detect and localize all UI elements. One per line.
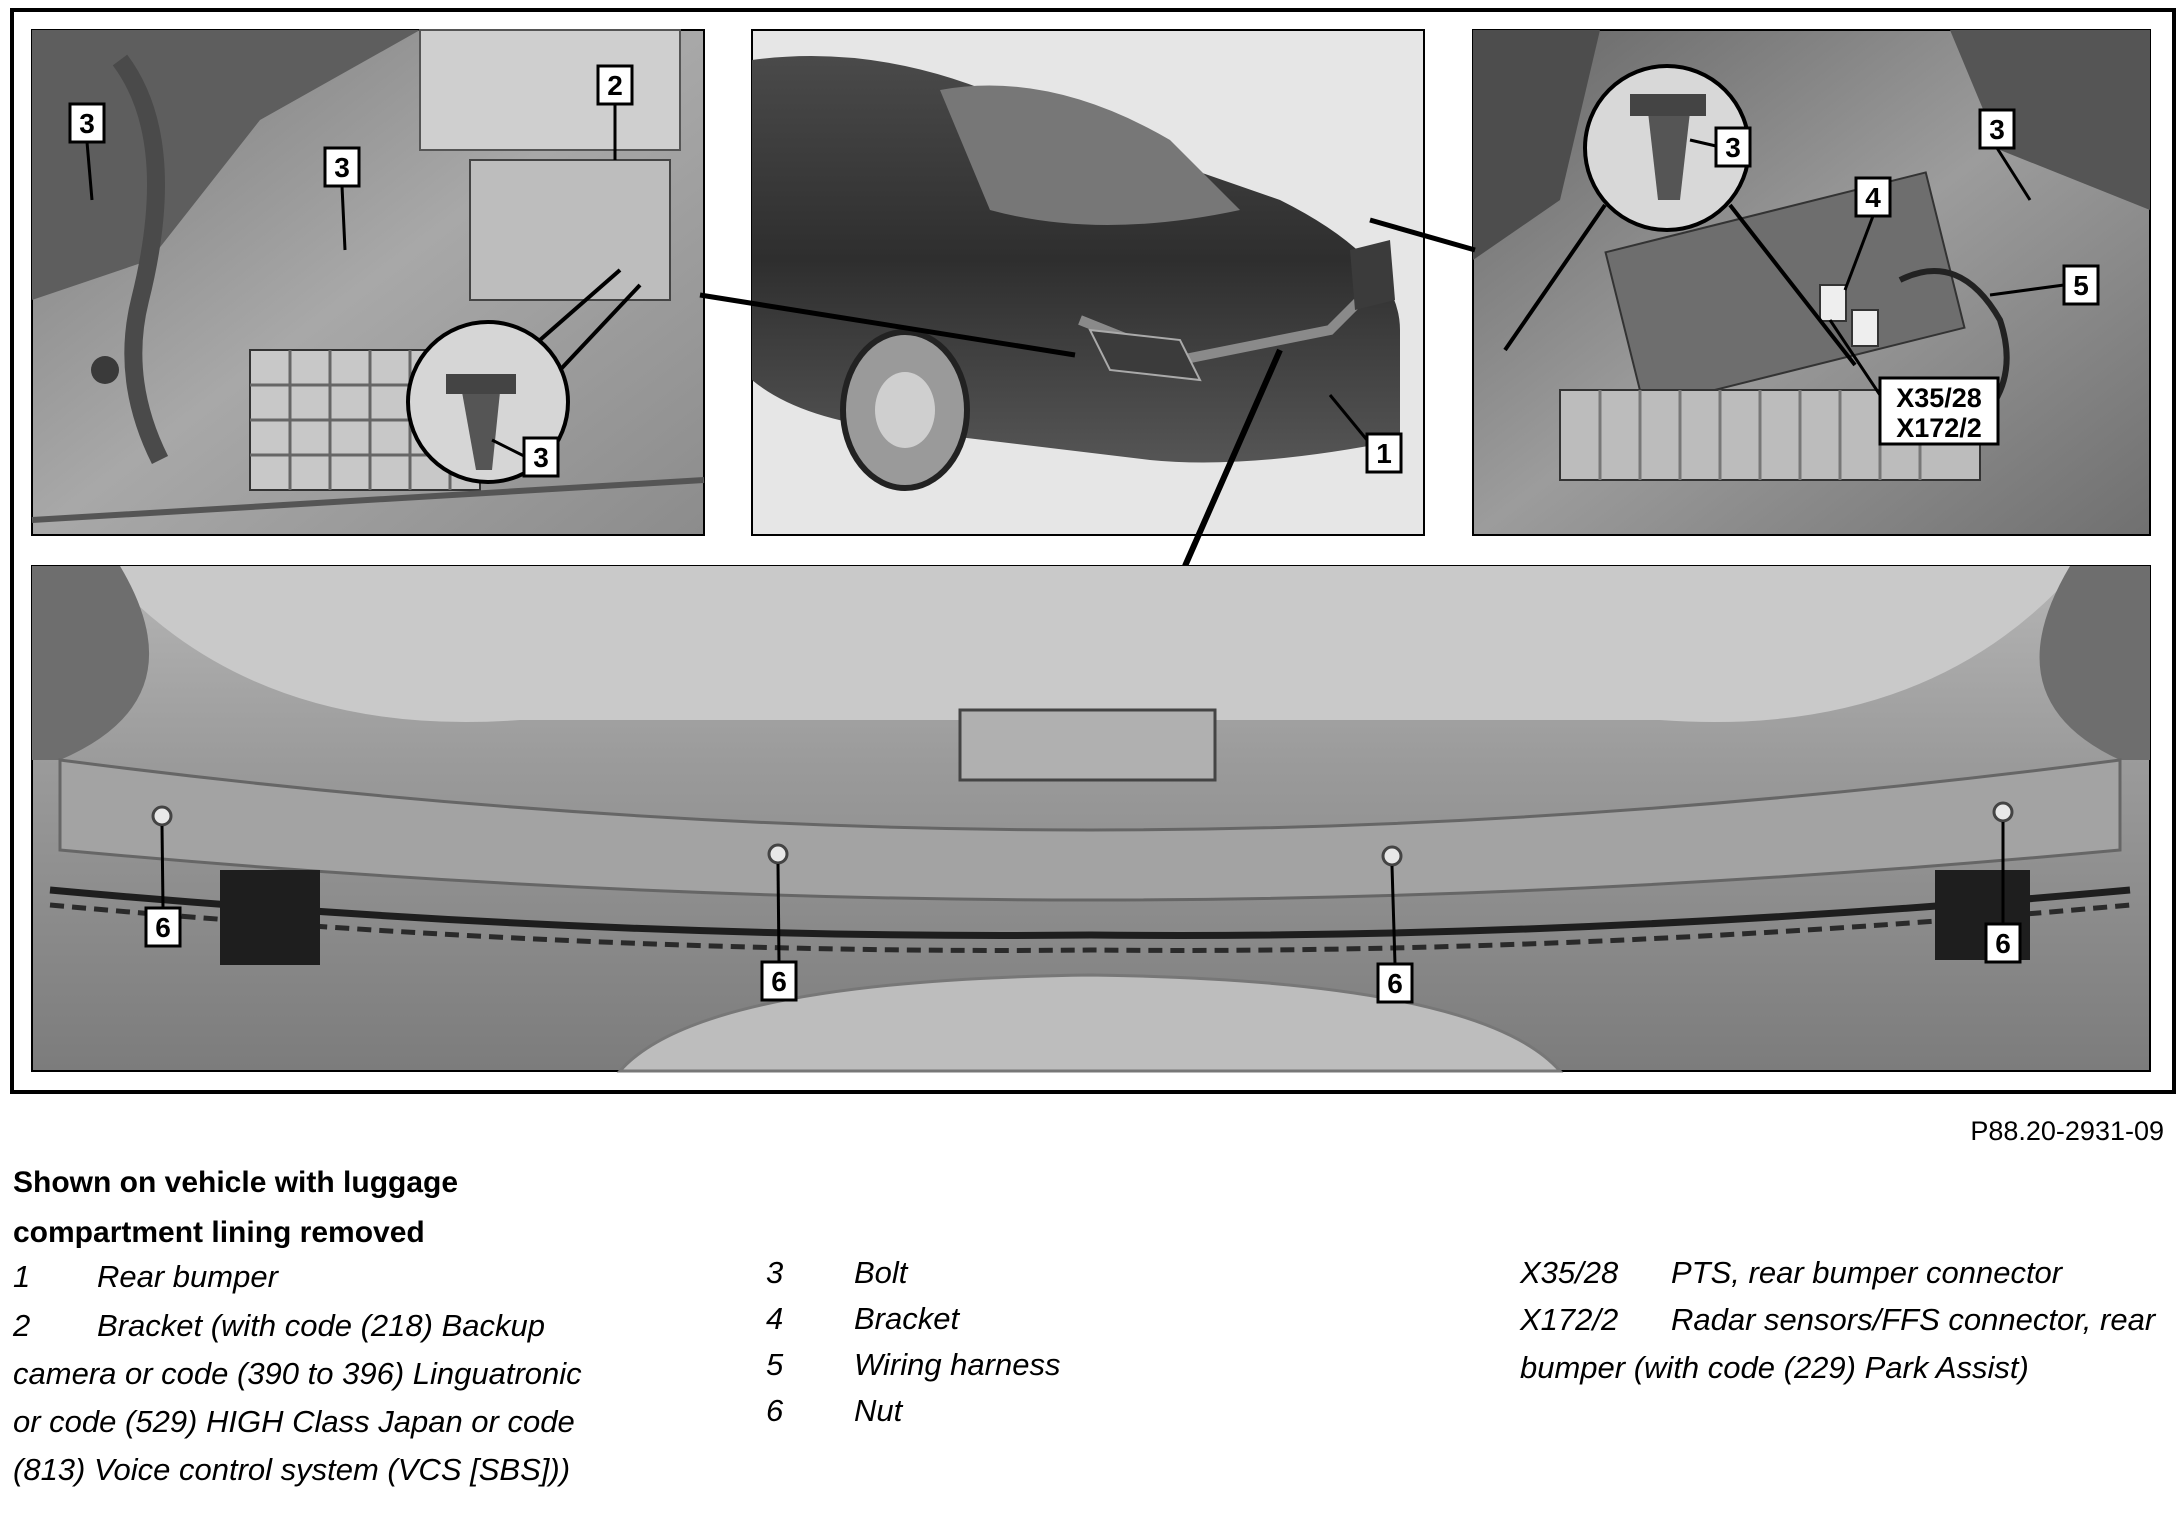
legend-text: Radar sensors/FFS connector, rear bumper… bbox=[1520, 1302, 2156, 1385]
callout-label-6-a: 6 bbox=[144, 906, 182, 948]
legend-item-4: 4 Bracket bbox=[766, 1296, 1266, 1342]
callout-label-3-b: 3 bbox=[323, 146, 361, 188]
legend-text: Wiring harness bbox=[854, 1347, 1061, 1382]
figure-id: P88.20-2931-09 bbox=[1970, 1116, 2164, 1146]
callout-label-4: 4 bbox=[1854, 176, 1892, 218]
legend-key: 2 bbox=[13, 1308, 31, 1343]
callout-label-3-e: 3 bbox=[1978, 108, 2016, 150]
svg-text:6: 6 bbox=[1387, 968, 1403, 999]
svg-text:X172/2: X172/2 bbox=[1896, 413, 1982, 443]
legend-key: X35/28 bbox=[1520, 1255, 1619, 1290]
legend-text: Rear bumper bbox=[97, 1259, 278, 1294]
svg-text:3: 3 bbox=[533, 442, 549, 473]
svg-text:3: 3 bbox=[1989, 114, 2005, 145]
legend-key: 3 bbox=[766, 1255, 784, 1290]
legend-key: 4 bbox=[766, 1301, 784, 1336]
legend-text: Bracket (with code (218) Backup camera o… bbox=[13, 1308, 582, 1487]
callout-label-3-a: 3 bbox=[68, 102, 106, 144]
svg-text:6: 6 bbox=[155, 912, 171, 943]
panel-rear-crossmember bbox=[31, 565, 2151, 1073]
svg-text:6: 6 bbox=[771, 966, 787, 997]
callout-label-5: 5 bbox=[2062, 264, 2100, 306]
callout-label-2: 2 bbox=[596, 64, 634, 106]
svg-text:4: 4 bbox=[1865, 182, 1881, 213]
panel-connector-view bbox=[1472, 29, 2151, 536]
legend-key: X172/2 bbox=[1520, 1302, 1619, 1337]
panel-bracket-view bbox=[31, 29, 705, 536]
svg-text:1: 1 bbox=[1376, 438, 1392, 469]
technical-illustration: 3 3 2 3 1 3 3 4 5 X35/28 bbox=[10, 8, 2176, 1094]
svg-text:X35/28: X35/28 bbox=[1896, 383, 1982, 413]
legend-text: PTS, rear bumper connector bbox=[1671, 1255, 2063, 1290]
svg-text:6: 6 bbox=[1995, 928, 2011, 959]
legend-column-2: 3 Bolt 4 Bracket 5 Wiring harness 6 Nut bbox=[766, 1250, 1266, 1434]
callout-label-6-c: 6 bbox=[1376, 962, 1414, 1004]
callout-label-1: 1 bbox=[1365, 432, 1403, 474]
legend-key: 1 bbox=[13, 1259, 31, 1294]
panel-vehicle-view bbox=[751, 29, 1425, 536]
callout-label-3-c: 3 bbox=[522, 436, 560, 478]
legend-text: Bolt bbox=[854, 1255, 908, 1290]
legend-column-3: X35/28 PTS, rear bumper connector X172/2… bbox=[1520, 1250, 2180, 1392]
svg-text:3: 3 bbox=[1725, 132, 1741, 163]
legend-item-1: 1 Rear bumper bbox=[13, 1254, 613, 1300]
legend-key: 5 bbox=[766, 1347, 784, 1382]
callout-label-3-d: 3 bbox=[1714, 126, 1752, 168]
svg-text:3: 3 bbox=[334, 152, 350, 183]
legend-item-5: 5 Wiring harness bbox=[766, 1342, 1266, 1388]
legend-item-x35-28: X35/28 PTS, rear bumper connector bbox=[1520, 1250, 2180, 1296]
callout-text: 3 bbox=[79, 108, 95, 139]
callout-label-6-b: 6 bbox=[760, 960, 798, 1002]
legend-key: 6 bbox=[766, 1393, 784, 1428]
legend-item-6: 6 Nut bbox=[766, 1388, 1266, 1434]
legend-item-3: 3 Bolt bbox=[766, 1250, 1266, 1296]
callout-label-6-d: 6 bbox=[1984, 922, 2022, 964]
svg-text:5: 5 bbox=[2073, 270, 2089, 301]
legend-text: Nut bbox=[854, 1393, 903, 1428]
legend-text: Bracket bbox=[854, 1301, 960, 1336]
svg-text:2: 2 bbox=[607, 70, 623, 101]
legend-title: Shown on vehicle with luggage compartmen… bbox=[13, 1166, 459, 1249]
callout-label-x35-28: X35/28 X172/2 bbox=[1878, 376, 2000, 446]
